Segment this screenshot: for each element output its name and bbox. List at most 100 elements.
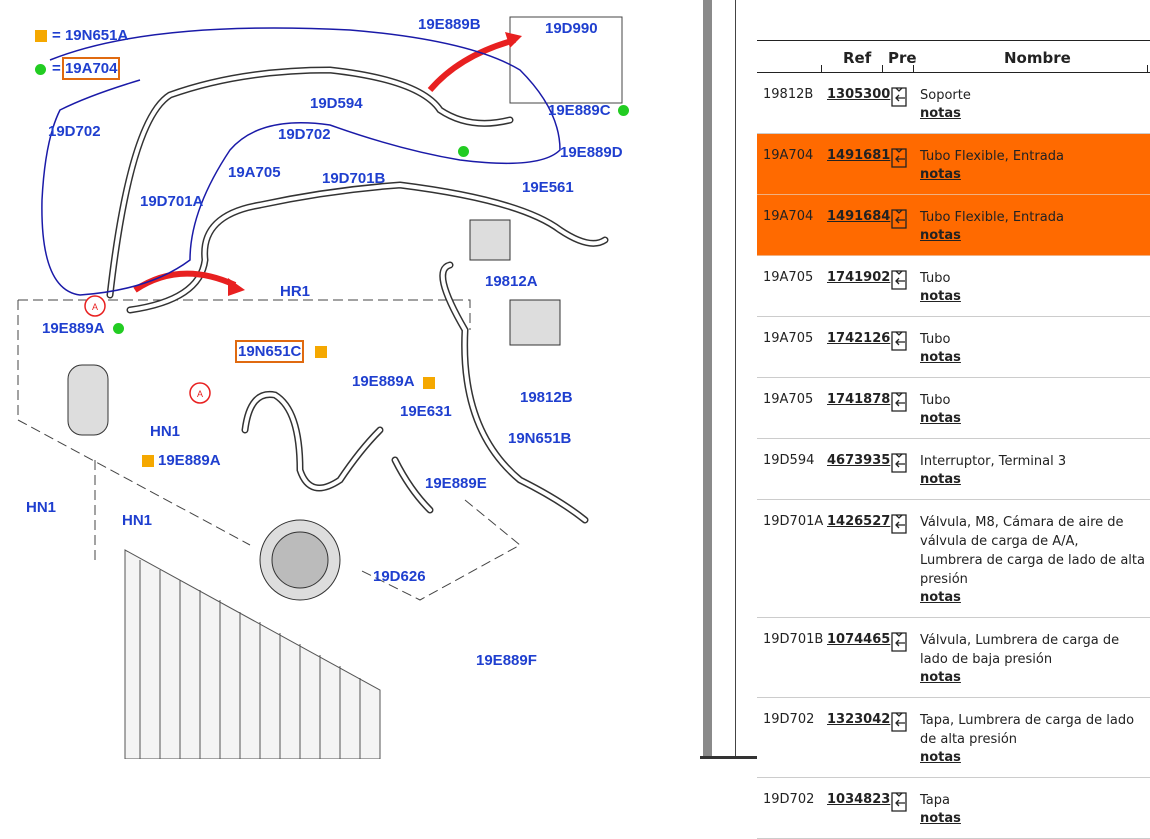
- legend-orange-square: [35, 30, 47, 42]
- table-row[interactable]: 19D701B 1074465 Válvula, Lumbrera de car…: [757, 618, 1150, 698]
- prerequisite-icon[interactable]: [889, 330, 909, 352]
- part-code: 19D702: [763, 712, 815, 727]
- hand-annotation: [41, 27, 561, 296]
- notes-link[interactable]: notas: [920, 472, 961, 487]
- label-HR1[interactable]: HR1: [280, 283, 311, 300]
- notes-link[interactable]: notas: [920, 106, 961, 121]
- part-code: 19D701A: [763, 514, 824, 529]
- notes-link[interactable]: notas: [920, 590, 961, 605]
- table-row[interactable]: 19D594 4673935 Interruptor, Terminal 3 n…: [757, 439, 1150, 500]
- part-name: Válvula, Lumbrera de carga de lado de ba…: [920, 633, 1120, 667]
- label-19E889C[interactable]: 19E889C: [548, 102, 611, 119]
- part-code: 19A705: [763, 331, 814, 346]
- table-row[interactable]: 19812B 1305300 Soporte notas: [757, 73, 1150, 134]
- part-ref-link[interactable]: 1491684: [827, 209, 891, 224]
- part-ref-link[interactable]: 1323042: [827, 712, 891, 727]
- part-code: 19D594: [763, 453, 815, 468]
- label-19D702[interactable]: 19D702: [48, 123, 101, 140]
- orange-square-marker: [423, 377, 435, 389]
- notes-link[interactable]: notas: [920, 350, 961, 365]
- label-HN1[interactable]: HN1: [26, 499, 57, 516]
- table-row[interactable]: 19D702 1323042 Tapa, Lumbrera de carga d…: [757, 698, 1150, 778]
- header-nombre[interactable]: Nombre: [1004, 49, 1071, 67]
- notes-link[interactable]: notas: [920, 167, 961, 182]
- notes-link[interactable]: notas: [920, 670, 961, 685]
- label-19D594[interactable]: 19D594: [310, 95, 363, 112]
- label-19D626[interactable]: 19D626: [373, 568, 426, 585]
- orange-square-marker: [315, 346, 327, 358]
- notes-link[interactable]: notas: [920, 411, 961, 426]
- parts-table: Ref Pre Nombre 19812B 1305300 Soporte no…: [757, 40, 1150, 839]
- prerequisite-icon[interactable]: [889, 791, 909, 813]
- part-name: Tubo: [920, 332, 951, 347]
- label-HN1[interactable]: HN1: [150, 423, 181, 440]
- prerequisite-icon[interactable]: [889, 513, 909, 535]
- label-19A705[interactable]: 19A705: [228, 164, 281, 181]
- part-ref-link[interactable]: 1741878: [827, 392, 891, 407]
- table-row[interactable]: 19D701A 1426527 Válvula, M8, Cámara de a…: [757, 500, 1150, 618]
- prerequisite-icon[interactable]: [889, 631, 909, 653]
- orange-square-marker: [142, 455, 154, 467]
- prerequisite-icon[interactable]: [889, 269, 909, 291]
- part-ref-link[interactable]: 1305300: [827, 87, 891, 102]
- notes-link[interactable]: notas: [920, 750, 961, 765]
- label-HN1[interactable]: HN1: [122, 512, 153, 529]
- label-19N651B[interactable]: 19N651B: [508, 430, 572, 447]
- notes-link[interactable]: notas: [920, 228, 961, 243]
- parts-diagram: A A = 19N651A = 19A704 19E889B 19D990 19…: [17, 16, 629, 759]
- prerequisite-icon[interactable]: [889, 86, 909, 108]
- prerequisite-icon[interactable]: [889, 208, 909, 230]
- part-ref-link[interactable]: 1491681: [827, 148, 891, 163]
- part-ref-link[interactable]: 1426527: [827, 514, 891, 529]
- part-name: Válvula, M8, Cámara de aire de válvula d…: [920, 515, 1145, 587]
- prerequisite-icon[interactable]: [889, 452, 909, 474]
- panel-divider: [735, 0, 736, 759]
- part-name: Tubo Flexible, Entrada: [920, 149, 1064, 164]
- part-ref-link[interactable]: 1741902: [827, 270, 891, 285]
- label-19E889E[interactable]: 19E889E: [425, 475, 487, 492]
- label-19E631[interactable]: 19E631: [400, 403, 452, 420]
- table-row[interactable]: 19A704 1491684 Tubo Flexible, Entrada no…: [757, 195, 1150, 256]
- legend-label-19N651A: 19N651A: [64, 27, 129, 44]
- part-name: Tubo: [920, 271, 951, 286]
- label-19812A[interactable]: 19812A: [485, 273, 538, 290]
- diagram-scrollbar[interactable]: [703, 0, 712, 759]
- part-ref-link[interactable]: 1034823: [827, 792, 891, 807]
- label-19D990[interactable]: 19D990: [545, 20, 598, 37]
- table-row[interactable]: 19A705 1741878 Tubo notas: [757, 378, 1150, 439]
- table-row[interactable]: 19A704 1491681 Tubo Flexible, Entrada no…: [757, 134, 1150, 195]
- green-dot-marker: [618, 105, 629, 116]
- notes-link[interactable]: notas: [920, 811, 961, 826]
- table-row[interactable]: 19A705 1741902 Tubo notas: [757, 256, 1150, 317]
- part-code: 19A704: [763, 209, 814, 224]
- label-19N651C[interactable]: 19N651C: [234, 340, 305, 363]
- diagram-drawing: A A: [17, 16, 623, 759]
- part-code: 19D701B: [763, 632, 824, 647]
- label-19E889D[interactable]: 19E889D: [560, 144, 623, 161]
- label-19E889B[interactable]: 19E889B: [418, 16, 481, 33]
- header-pre[interactable]: Pre: [888, 49, 917, 67]
- header-ref[interactable]: Ref: [843, 49, 872, 67]
- prerequisite-icon[interactable]: [889, 711, 909, 733]
- label-19D701A[interactable]: 19D701A: [140, 193, 204, 210]
- table-row[interactable]: 19D702 1034823 Tapa notas: [757, 778, 1150, 839]
- table-header: Ref Pre Nombre: [757, 40, 1150, 73]
- label-19E889A[interactable]: 19E889A: [352, 373, 415, 390]
- prerequisite-icon[interactable]: [889, 147, 909, 169]
- label-19E561[interactable]: 19E561: [522, 179, 574, 196]
- part-ref-link[interactable]: 1074465: [827, 632, 891, 647]
- prerequisite-icon[interactable]: [889, 391, 909, 413]
- label-19812B[interactable]: 19812B: [520, 389, 573, 406]
- part-name: Tapa, Lumbrera de carga de lado de alta …: [920, 713, 1135, 747]
- part-code: 19A704: [763, 148, 814, 163]
- label-19D701B[interactable]: 19D701B: [322, 170, 386, 187]
- notes-link[interactable]: notas: [920, 289, 961, 304]
- label-19E889F[interactable]: 19E889F: [476, 652, 537, 669]
- label-19D702[interactable]: 19D702: [278, 126, 331, 143]
- table-row[interactable]: 19A705 1742126 Tubo notas: [757, 317, 1150, 378]
- label-19E889A[interactable]: 19E889A: [42, 320, 105, 337]
- part-ref-link[interactable]: 1742126: [827, 331, 891, 346]
- part-ref-link[interactable]: 4673935: [827, 453, 891, 468]
- label-19E889A[interactable]: 19E889A: [158, 452, 221, 469]
- part-code: 19A705: [763, 392, 814, 407]
